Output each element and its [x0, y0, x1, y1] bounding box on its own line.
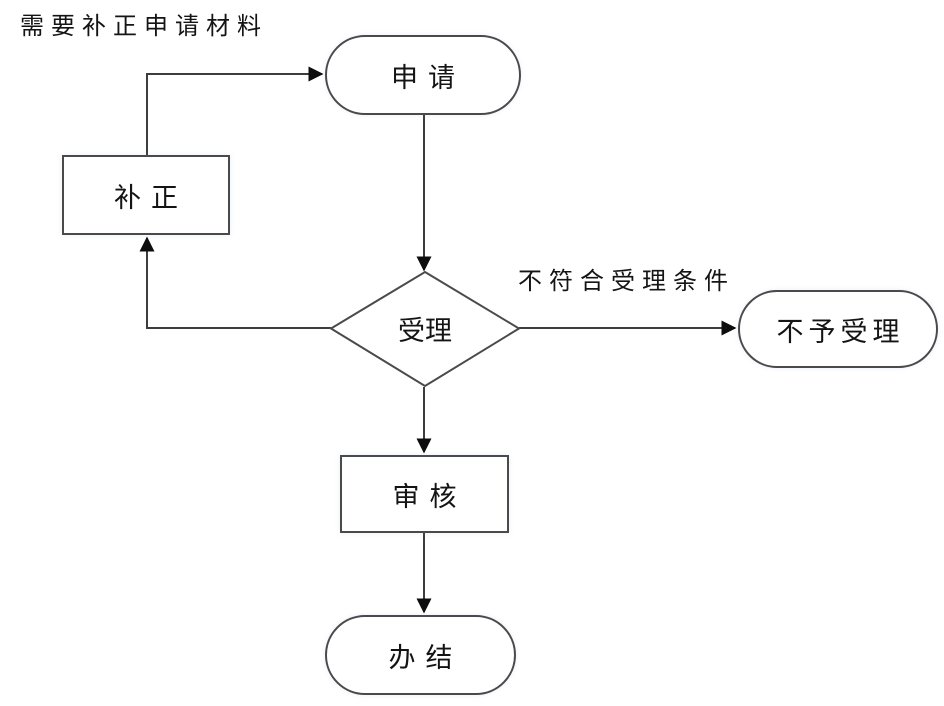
node-supplement: 补正: [62, 155, 230, 235]
node-complete: 办结: [325, 615, 516, 695]
node-apply-label: 申请: [391, 62, 465, 93]
edge-label-not-meet-conditions: 不符合受理条件: [518, 268, 735, 295]
node-review-label: 审核: [392, 481, 467, 512]
accept-diamond-shape: [329, 270, 521, 388]
edge-supplement-to-apply: [146, 66, 324, 155]
node-accept-label: 受理: [398, 315, 452, 346]
node-review: 审核: [340, 455, 509, 533]
edge-accept-to-supplement: [139, 236, 331, 329]
node-reject: 不予受理: [738, 290, 938, 368]
node-supplement-label: 补正: [114, 182, 188, 213]
edge-label-need-supplement: 需要补正申请材料: [20, 13, 268, 40]
node-apply: 申请: [325, 35, 521, 115]
node-reject-label: 不予受理: [776, 316, 905, 347]
node-accept: 受理: [361, 300, 489, 356]
node-complete-label: 办结: [388, 642, 463, 673]
